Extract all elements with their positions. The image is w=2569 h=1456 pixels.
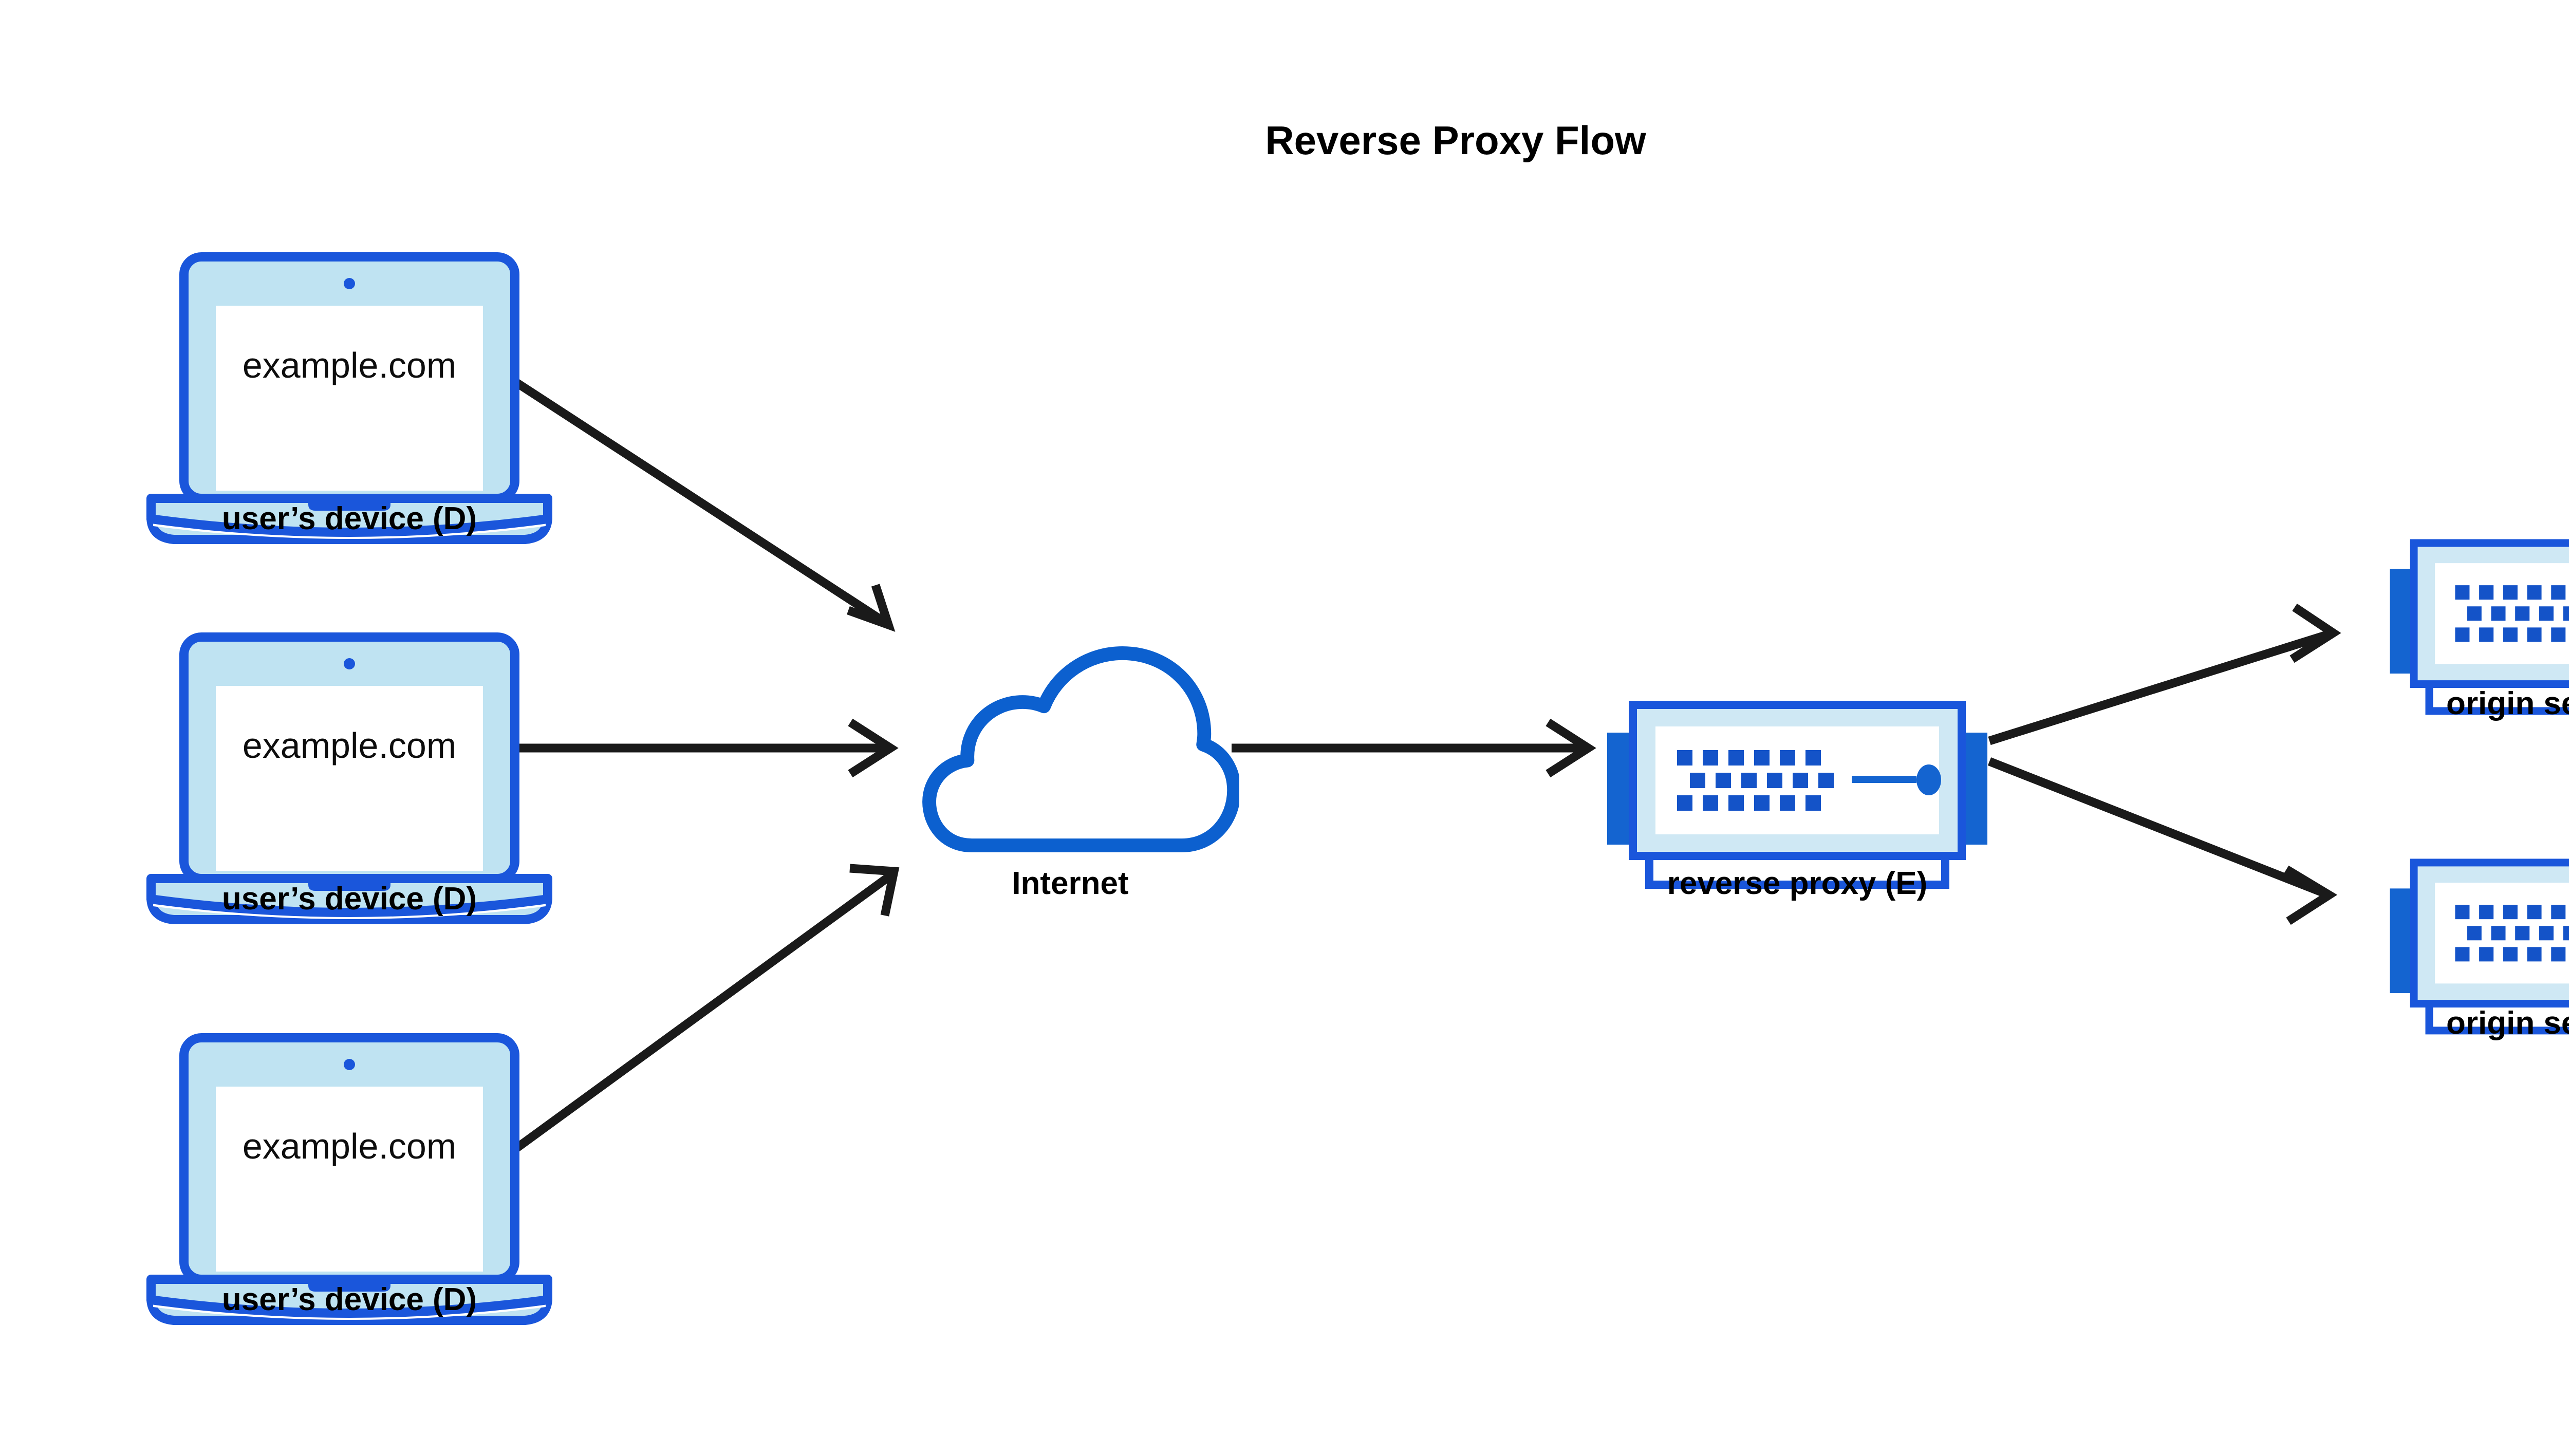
internet-node[interactable]: Internet bbox=[929, 653, 1234, 901]
device-bottom-label: user’s device (D) bbox=[222, 1282, 477, 1317]
laptop-icon bbox=[151, 637, 548, 920]
origin-server-bottom-label: origin server (F) bbox=[2446, 1005, 2569, 1041]
edge-reverse-proxy-to-origin-bottom bbox=[1987, 757, 2338, 925]
origin-server-top-label: origin server (F) bbox=[2446, 686, 2569, 721]
device-top-label: user’s device (D) bbox=[222, 501, 477, 536]
edge-device-middle-to-internet bbox=[486, 718, 899, 778]
origin-server-top-node[interactable]: origin server (F) bbox=[2390, 543, 2569, 721]
device-screen-text: example.com bbox=[243, 725, 456, 766]
device-top-node[interactable]: example.com user’s device (D) bbox=[151, 257, 548, 539]
page-title: Reverse Proxy Flow bbox=[1265, 118, 1646, 163]
device-screen-text: example.com bbox=[243, 1126, 456, 1166]
laptop-icon bbox=[151, 1038, 548, 1320]
cloud-icon bbox=[929, 653, 1234, 845]
edge-reverse-proxy-to-origin-top bbox=[1988, 603, 2341, 745]
device-middle-label: user’s device (D) bbox=[222, 881, 477, 917]
origin-server-bottom-node[interactable]: origin server (F) bbox=[2390, 863, 2569, 1041]
device-screen-text: example.com bbox=[243, 345, 456, 385]
edge-layer bbox=[486, 376, 2341, 1166]
device-middle-node[interactable]: example.com user’s device (D) bbox=[151, 637, 548, 920]
device-bottom-node[interactable]: example.com user’s device (D) bbox=[151, 1038, 548, 1320]
edge-device-top-to-internet bbox=[510, 376, 896, 632]
reverse-proxy-node[interactable]: reverse proxy (E) bbox=[1607, 705, 1987, 901]
internet-label: Internet bbox=[1012, 866, 1128, 901]
laptop-icon bbox=[151, 257, 548, 539]
edge-device-bottom-to-internet bbox=[494, 864, 900, 1166]
reverse-proxy-label: reverse proxy (E) bbox=[1667, 866, 1928, 901]
server-icon bbox=[1607, 705, 1987, 885]
edge-internet-to-reverse-proxy bbox=[1232, 718, 1596, 778]
